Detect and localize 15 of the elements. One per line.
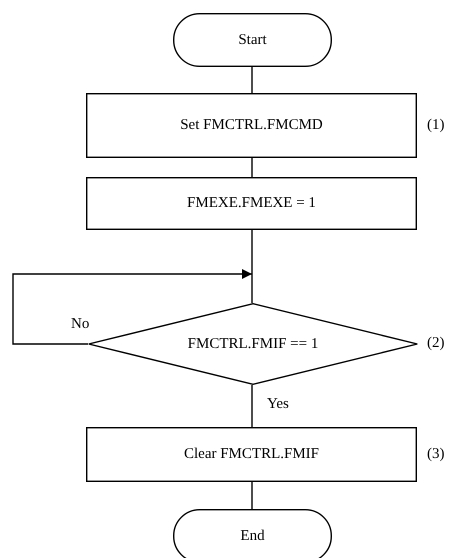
step-number: (3): [427, 446, 444, 462]
connector-line: [251, 67, 253, 93]
node-text: End: [240, 528, 265, 544]
connector-line: [251, 230, 253, 303]
node-text: FMCTRL.FMIF == 1: [188, 336, 318, 352]
step-number: (2): [427, 335, 444, 352]
step-number: (1): [427, 116, 444, 134]
node-text: FMEXE.FMEXE = 1: [187, 195, 316, 212]
arrow: [12, 269, 252, 345]
connector-line: [251, 158, 253, 177]
connector-line: [251, 385, 253, 427]
node-text: Start: [238, 32, 267, 48]
node-text: Set FMCTRL.FMCMD: [180, 117, 323, 134]
node-text: Clear FMCTRL.FMIF: [184, 446, 319, 463]
connector-line: [251, 482, 253, 509]
